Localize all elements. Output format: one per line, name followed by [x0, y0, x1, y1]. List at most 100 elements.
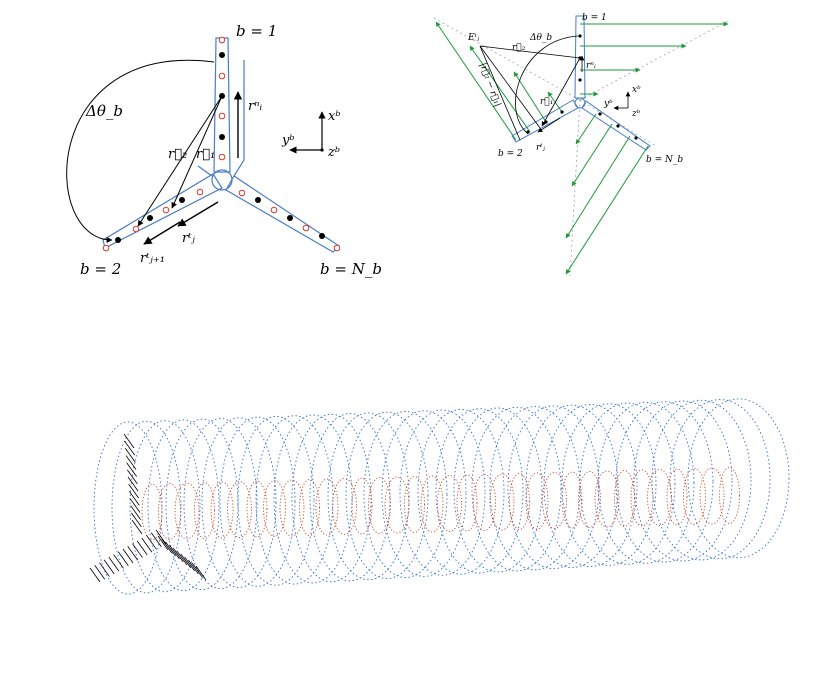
orange-wake-ring — [525, 472, 549, 530]
rotor-hatch-line — [141, 537, 153, 553]
rotor-hatch-line — [130, 505, 141, 520]
orange-wake-ring — [509, 473, 530, 530]
orange-wake-ring — [227, 481, 252, 538]
rotor-hatch-line — [127, 546, 139, 561]
rotor-hatch-line — [184, 556, 195, 572]
right-axis-y-label: yᵇ — [603, 99, 613, 109]
blue-wake-ring — [399, 409, 486, 576]
blue-wake-ring — [183, 418, 258, 589]
blue-wake-ring — [327, 412, 410, 581]
left-blade-1-label: b = 1 — [236, 22, 277, 40]
rotor-hatch-line — [99, 562, 110, 577]
blue-wake-ring — [453, 407, 543, 573]
rotor-hatch-line — [172, 547, 184, 563]
orange-wake-ring — [351, 477, 373, 535]
blue-wake-ring — [381, 410, 467, 577]
orange-wake-ring — [542, 472, 567, 529]
orange-wake-ring — [666, 468, 688, 526]
orange-wake-ring — [299, 479, 320, 536]
rotor-hatch-line — [129, 498, 141, 513]
rotor-hatch-line — [124, 440, 135, 456]
left-blade-2-label: b = 2 — [80, 260, 121, 278]
rotor-hatch-line — [128, 483, 139, 499]
blue-wake-ring — [489, 406, 581, 571]
blue-wake-ring — [669, 399, 771, 560]
black-nodes — [115, 52, 325, 243]
rotor-hatch-line — [108, 556, 120, 572]
r2-vector — [137, 95, 223, 227]
right-delta-theta-label: Δθ_b — [529, 33, 552, 43]
rotor-hatch-line — [131, 519, 143, 535]
left-rn-label: rⁿᵢ — [248, 99, 262, 114]
right-axis-z-label: zᵇ — [631, 109, 641, 119]
blue-wake-ring — [345, 411, 429, 580]
rotor-hatch-line — [117, 551, 129, 566]
orange-wake-ring — [473, 474, 496, 531]
right-blade-n-label: b = N_b — [646, 155, 683, 165]
right-axis-x-label: xᵇ — [632, 85, 641, 95]
orange-wake-ring — [404, 476, 425, 533]
orange-wake-ring — [578, 471, 601, 528]
blue-wake-ring — [615, 401, 714, 563]
blade-2-outline — [102, 173, 223, 249]
blue-wake-ring — [687, 398, 790, 559]
right-r1-label: r⃗₁ — [540, 97, 553, 107]
rotor-hatch-line — [113, 554, 124, 569]
orange-wake-ring — [456, 474, 478, 532]
orange-wake-ring — [384, 476, 410, 534]
orange-wake-ring — [719, 467, 740, 524]
left-rtj-label: rᵗⱼ — [182, 231, 195, 246]
left-axis-x-label: xᵇ — [328, 109, 341, 124]
rotor-hatch-line — [150, 532, 162, 547]
rotor-hatch-line — [94, 565, 106, 580]
orange-wake-ring — [368, 477, 391, 534]
orange-wake-ring — [174, 482, 200, 540]
orange-wake-ring — [699, 467, 725, 525]
rotor-hatch-line — [131, 512, 142, 528]
blue-wake-ring — [147, 419, 220, 592]
r1-vector — [171, 95, 223, 209]
right-r2-label: r⃗₂ — [512, 43, 526, 53]
blue-wake-ring — [579, 402, 676, 565]
blue-wake-ring — [237, 415, 315, 586]
orange-wake-ring — [332, 478, 357, 535]
left-delta-theta-label: Δθ_b — [85, 102, 123, 120]
wake-helix-plot — [89, 398, 790, 595]
orange-wake-ring — [683, 468, 706, 525]
rotor-hatch-line — [155, 529, 167, 545]
right-black-lines — [479, 35, 631, 141]
blue-wake-ring — [309, 413, 391, 582]
right-rn-label: rⁿᵢ — [586, 61, 596, 71]
rotor-hatch-line — [132, 543, 143, 558]
orange-wake-ring — [561, 471, 583, 529]
right-nodes — [526, 34, 638, 140]
blue-wake-ring — [597, 401, 695, 564]
rotor-hatch-line — [129, 491, 140, 506]
rotor-hatch-line — [125, 455, 137, 470]
blue-wake-ring — [273, 414, 353, 584]
dashed-guides — [433, 17, 731, 277]
rotor-hatch-line — [165, 541, 176, 557]
blue-wake-ring — [165, 418, 239, 591]
rotor-hatch-line — [191, 562, 203, 578]
left-blade-n-label: b = N_b — [320, 260, 382, 278]
blue-wake-ring — [543, 404, 638, 567]
orange-wake-ring — [263, 480, 286, 537]
rotor-hatch-line — [89, 567, 101, 583]
orange-wake-ring — [246, 480, 268, 538]
rotor-hatch-line — [126, 462, 137, 477]
rotor-hatch-line — [169, 544, 180, 560]
orange-wake-ring — [141, 483, 163, 541]
green-arrows-bladeN — [565, 113, 649, 275]
blade-outline-group — [102, 37, 340, 253]
rotor-hatch-line — [136, 540, 148, 556]
rotor-hatch-line — [180, 553, 192, 569]
blue-wake-ring — [417, 408, 505, 575]
blue-wake-ring — [129, 420, 201, 593]
rotor-blade-hatch — [89, 433, 207, 583]
rotor-hatch-line — [176, 550, 188, 566]
orange-wake-ring — [420, 475, 444, 533]
orange-wake-ring — [647, 469, 672, 526]
rotor-hatch-line — [188, 559, 199, 575]
right-E-label: Eᵗⱼ — [467, 33, 480, 43]
